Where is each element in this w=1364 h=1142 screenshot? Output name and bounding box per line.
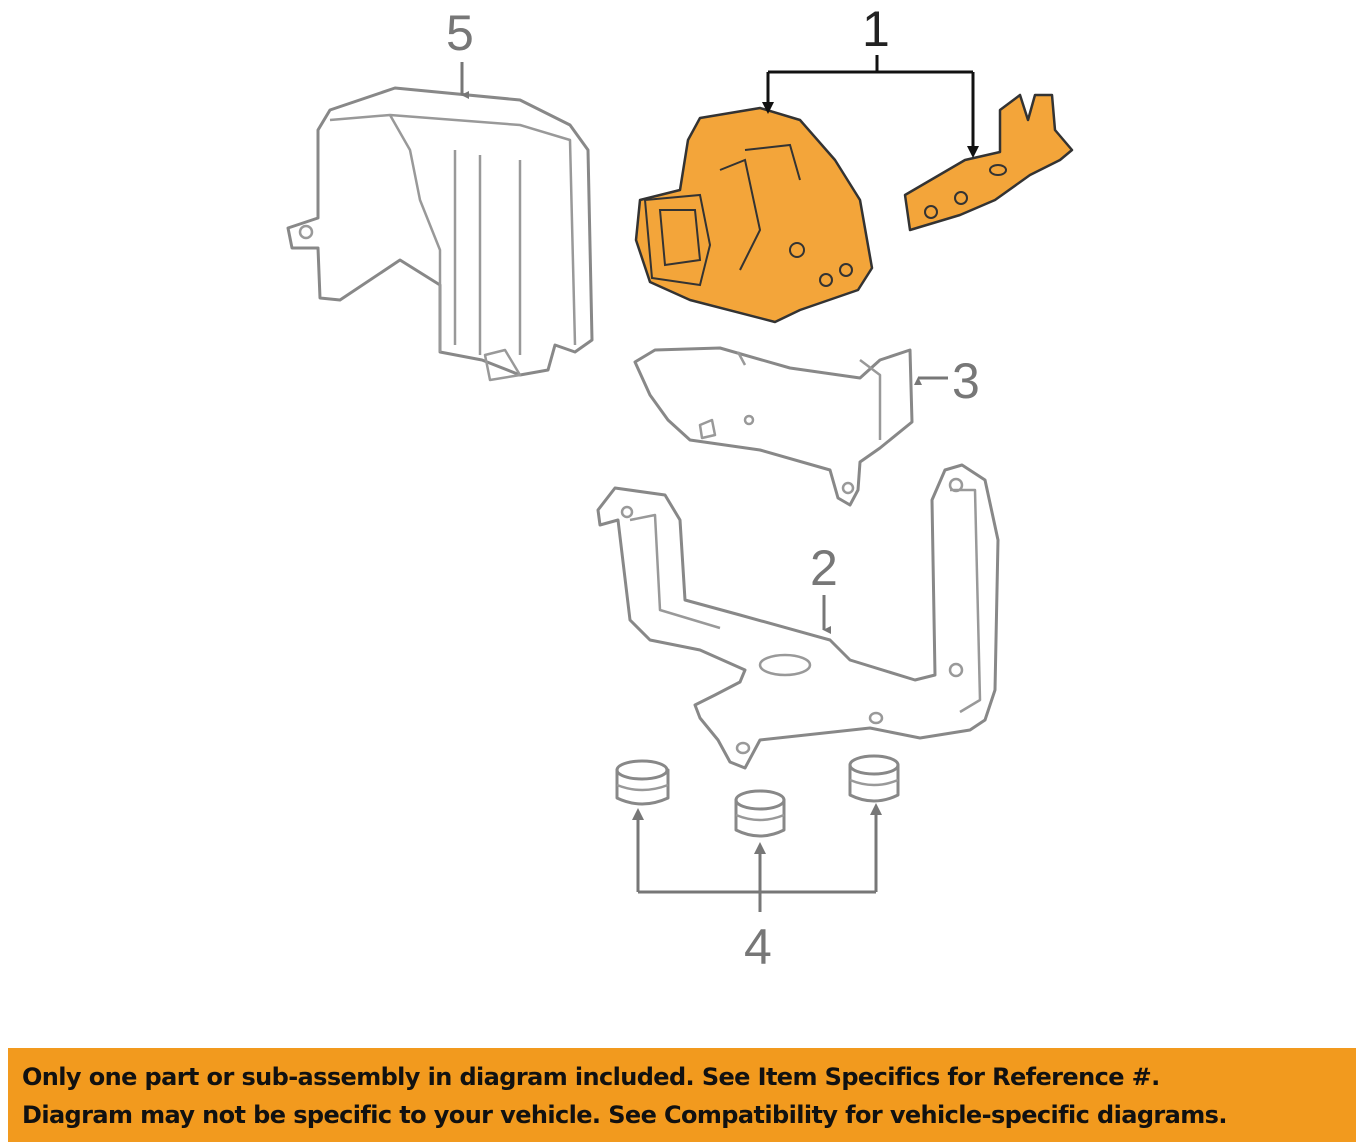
part-3-bracket[interactable] xyxy=(633,346,914,507)
part-4-grommet[interactable] xyxy=(615,759,670,806)
parts-diagram: 5 1 3 2 4 xyxy=(286,1,1074,975)
callout-3: 3 xyxy=(952,353,980,409)
callout-2: 2 xyxy=(810,540,838,596)
part-2-bracket[interactable] xyxy=(596,463,1000,770)
callout-1: 1 xyxy=(862,1,890,57)
disclaimer-line-2: Diagram may not be specific to your vehi… xyxy=(22,1101,1227,1129)
disclaimer-line-1: Only one part or sub-assembly in diagram… xyxy=(22,1063,1160,1091)
callout-4: 4 xyxy=(744,919,772,975)
part-1-bracket[interactable] xyxy=(903,93,1074,232)
part-1-module[interactable] xyxy=(634,106,874,324)
leader-1 xyxy=(766,55,975,148)
part-4-grommet[interactable] xyxy=(848,754,900,803)
part-4-grommet[interactable] xyxy=(734,789,786,838)
leader-4 xyxy=(636,810,878,912)
callout-5: 5 xyxy=(446,5,474,61)
part-5-cover[interactable] xyxy=(286,86,594,382)
disclaimer-banner: Only one part or sub-assembly in diagram… xyxy=(8,1048,1356,1142)
